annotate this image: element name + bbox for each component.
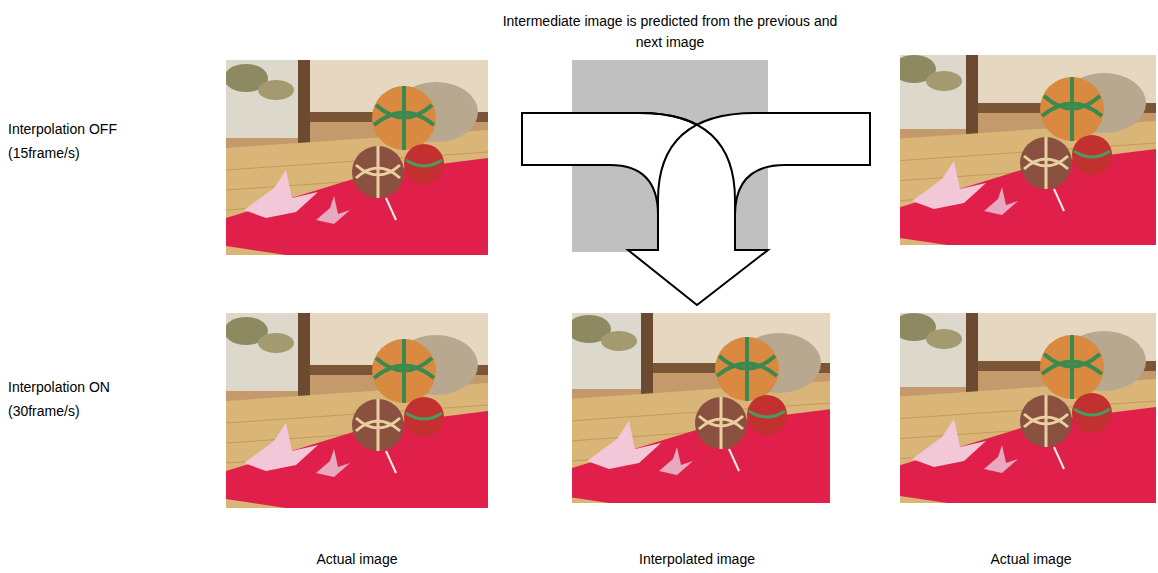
photo-frame <box>900 313 1156 503</box>
column-caption: Actual image <box>931 549 1131 569</box>
row-label: Interpolation ON (30frame/s) <box>8 376 143 424</box>
box-heading: Intermediate image is predicted from the… <box>500 11 840 52</box>
row-label: Interpolation OFF (15frame/s) <box>8 118 143 166</box>
column-caption: Interpolated image <box>597 549 797 569</box>
photo-frame <box>572 313 830 503</box>
column-caption: Actual image <box>257 549 457 569</box>
photo-frame <box>900 55 1156 245</box>
photo-frame <box>226 313 488 508</box>
photo-frame <box>226 60 488 255</box>
